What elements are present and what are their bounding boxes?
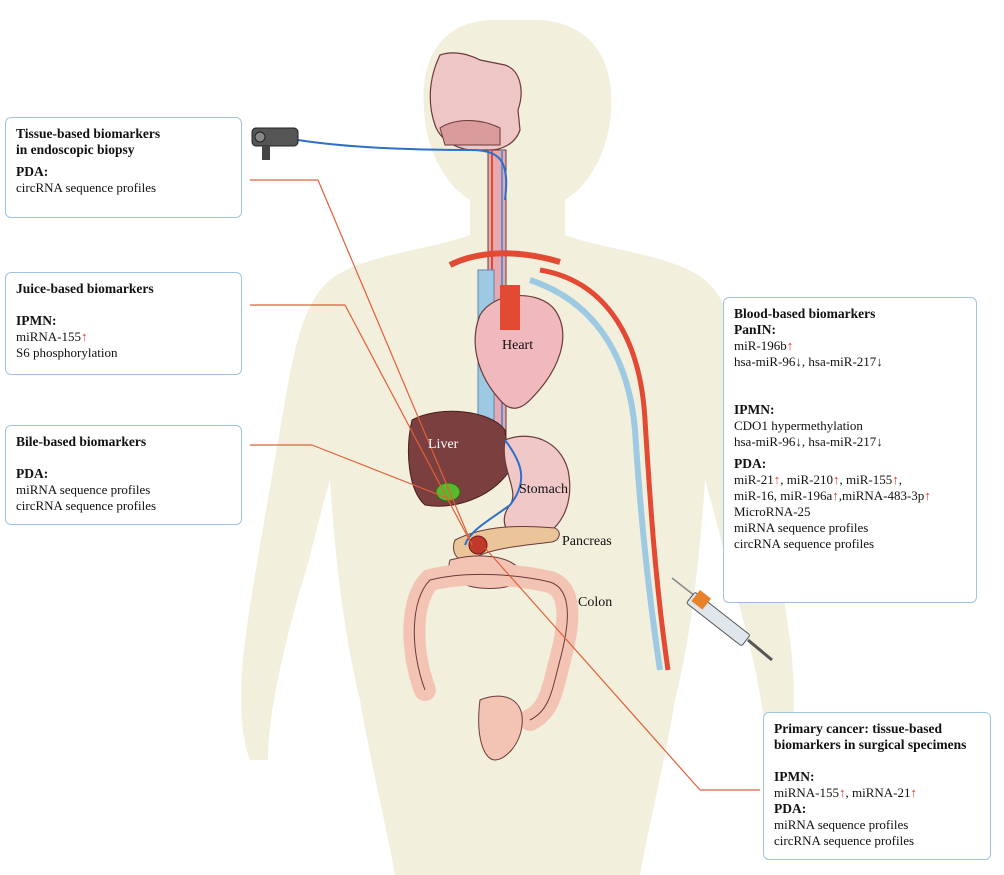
juice-biomarkers-box: Juice-based biomarkers IPMN: miRNA-155↑ … (5, 272, 242, 375)
arm-vein (529, 277, 663, 671)
tongue (439, 120, 501, 146)
up-arrow: ↑ (786, 338, 794, 353)
juice-line1: miRNA-155↑ (16, 329, 231, 345)
blood-pda-line1: miR-21↑, miR-210↑, miR-155↑, (734, 472, 966, 488)
up-arrow: ↑ (773, 472, 781, 487)
label-liver: Liver (428, 437, 459, 452)
up-arrow: ↑ (832, 472, 840, 487)
blood-pda-l2b: ,miRNA-483-3p (838, 488, 925, 503)
primary-pda-line1: miRNA sequence profiles (774, 817, 909, 832)
primary-ipmn-l1a: miRNA-155 (774, 785, 839, 800)
primary-ipmn-label: IPMN: (774, 769, 815, 784)
arm-artery (539, 267, 671, 671)
juice-ipmn-label: IPMN: (16, 313, 57, 328)
blood-ipmn-line2: hsa-miR-96↓, hsa-miR-217↓ (734, 434, 966, 450)
label-colon: Colon (578, 595, 613, 610)
tissue-pda-line: circRNA sequence profiles (16, 180, 157, 195)
tissue-title-line2: in endoscopic biopsy (16, 142, 135, 157)
bile-line2: circRNA sequence profiles (16, 498, 157, 513)
bile-pda-label: PDA: (16, 466, 49, 481)
blood-pda-line3: MicroRNA-25 (734, 504, 811, 519)
blood-panin-line2: hsa-miR-96↓, hsa-miR-217↓ (734, 354, 966, 370)
primary-pda-line2: circRNA sequence profiles (774, 833, 915, 848)
primary-ipmn-l1b: , miRNA-21 (845, 785, 911, 800)
blood-pda-l1b: , miR-210 (780, 472, 833, 487)
tissue-pda-label: PDA: (16, 164, 49, 179)
blood-panin-l2a: hsa-miR-96 (734, 354, 796, 369)
up-arrow: ↑ (832, 488, 839, 503)
blood-pda-line2: miR-16, miR-196a↑,miRNA-483-3p↑ (734, 488, 966, 504)
liver (408, 410, 511, 507)
up-arrow: ↑ (924, 488, 931, 503)
primary-title-line1: Primary cancer: tissue-based (774, 721, 942, 736)
blood-pda-l2a: miR-16, miR-196a (734, 488, 833, 503)
blood-panin-line1-text: miR-196b (734, 338, 787, 353)
label-pancreas: Pancreas (562, 534, 612, 549)
leader-tissue-2 (317, 179, 471, 541)
aortic-arch (448, 250, 561, 268)
tissue-title-line1: Tissue-based biomarkers (16, 126, 161, 141)
primary-cancer-box: Primary cancer: tissue-based biomarkers … (763, 712, 991, 860)
down-arrow: ↓ (795, 434, 802, 449)
label-heart: Heart (502, 338, 534, 353)
bile-biomarkers-box: Bile-based biomarkers PDA: miRNA sequenc… (5, 425, 242, 525)
blood-pda-l1a: miR-21 (734, 472, 774, 487)
endoscope-cable (297, 139, 508, 201)
pancreatic-tumor (468, 535, 488, 555)
leader-bile-2 (311, 444, 453, 501)
down-arrow: ↓ (795, 354, 802, 369)
endoscope-cable-gut (464, 439, 523, 546)
blood-ipmn-line1: CDO1 hypermethylation (734, 418, 863, 433)
bile-line1: miRNA sequence profiles (16, 482, 151, 497)
blood-pda-l1d: , (898, 472, 902, 487)
juice-line1-text: miRNA-155 (16, 329, 81, 344)
syringe (671, 577, 773, 662)
blood-pda-line5: circRNA sequence profiles (734, 536, 875, 551)
blood-ipmn-l2a: hsa-miR-96 (734, 434, 796, 449)
endoscope-handle (251, 127, 299, 160)
heart-vessel (500, 285, 520, 330)
rectum (478, 695, 523, 761)
leader-juice-2 (344, 304, 473, 546)
up-arrow: ↑ (839, 785, 846, 800)
primary-ipmn-line1: miRNA-155↑, miRNA-21↑ (774, 785, 980, 801)
juice-line2: S6 phosphorylation (16, 345, 118, 360)
primary-title-line2: biomarkers in surgical specimens (774, 737, 967, 752)
blood-panin-line1: miR-196b↑ (734, 338, 966, 354)
primary-pda-label: PDA: (774, 801, 807, 816)
down-arrow: ↓ (876, 434, 883, 449)
blood-ipmn-label: IPMN: (734, 402, 775, 417)
bile-title: Bile-based biomarkers (16, 434, 147, 449)
up-arrow: ↑ (892, 472, 899, 487)
colon-outline (413, 573, 568, 721)
down-arrow: ↓ (876, 354, 883, 369)
tissue-biomarkers-box: Tissue-based biomarkers in endoscopic bi… (5, 117, 242, 218)
blood-pda-l1c: , miR-155 (839, 472, 893, 487)
juice-title: Juice-based biomarkers (16, 281, 154, 296)
label-stomach: Stomach (519, 482, 568, 497)
up-arrow: ↑ (910, 785, 918, 800)
blood-title: Blood-based biomarkers (734, 306, 876, 321)
leader-primary-2 (484, 547, 701, 791)
blood-pda-label: PDA: (734, 456, 767, 471)
up-arrow: ↑ (81, 329, 88, 344)
blood-panin-l2b: , hsa-miR-217 (801, 354, 877, 369)
blood-panin-label: PanIN: (734, 322, 777, 337)
blood-ipmn-l2b: , hsa-miR-217 (801, 434, 877, 449)
heart (474, 295, 564, 409)
blood-pda-line4: miRNA sequence profiles (734, 520, 869, 535)
blood-biomarkers-box: Blood-based biomarkers PanIN: miR-196b↑ … (723, 297, 977, 603)
